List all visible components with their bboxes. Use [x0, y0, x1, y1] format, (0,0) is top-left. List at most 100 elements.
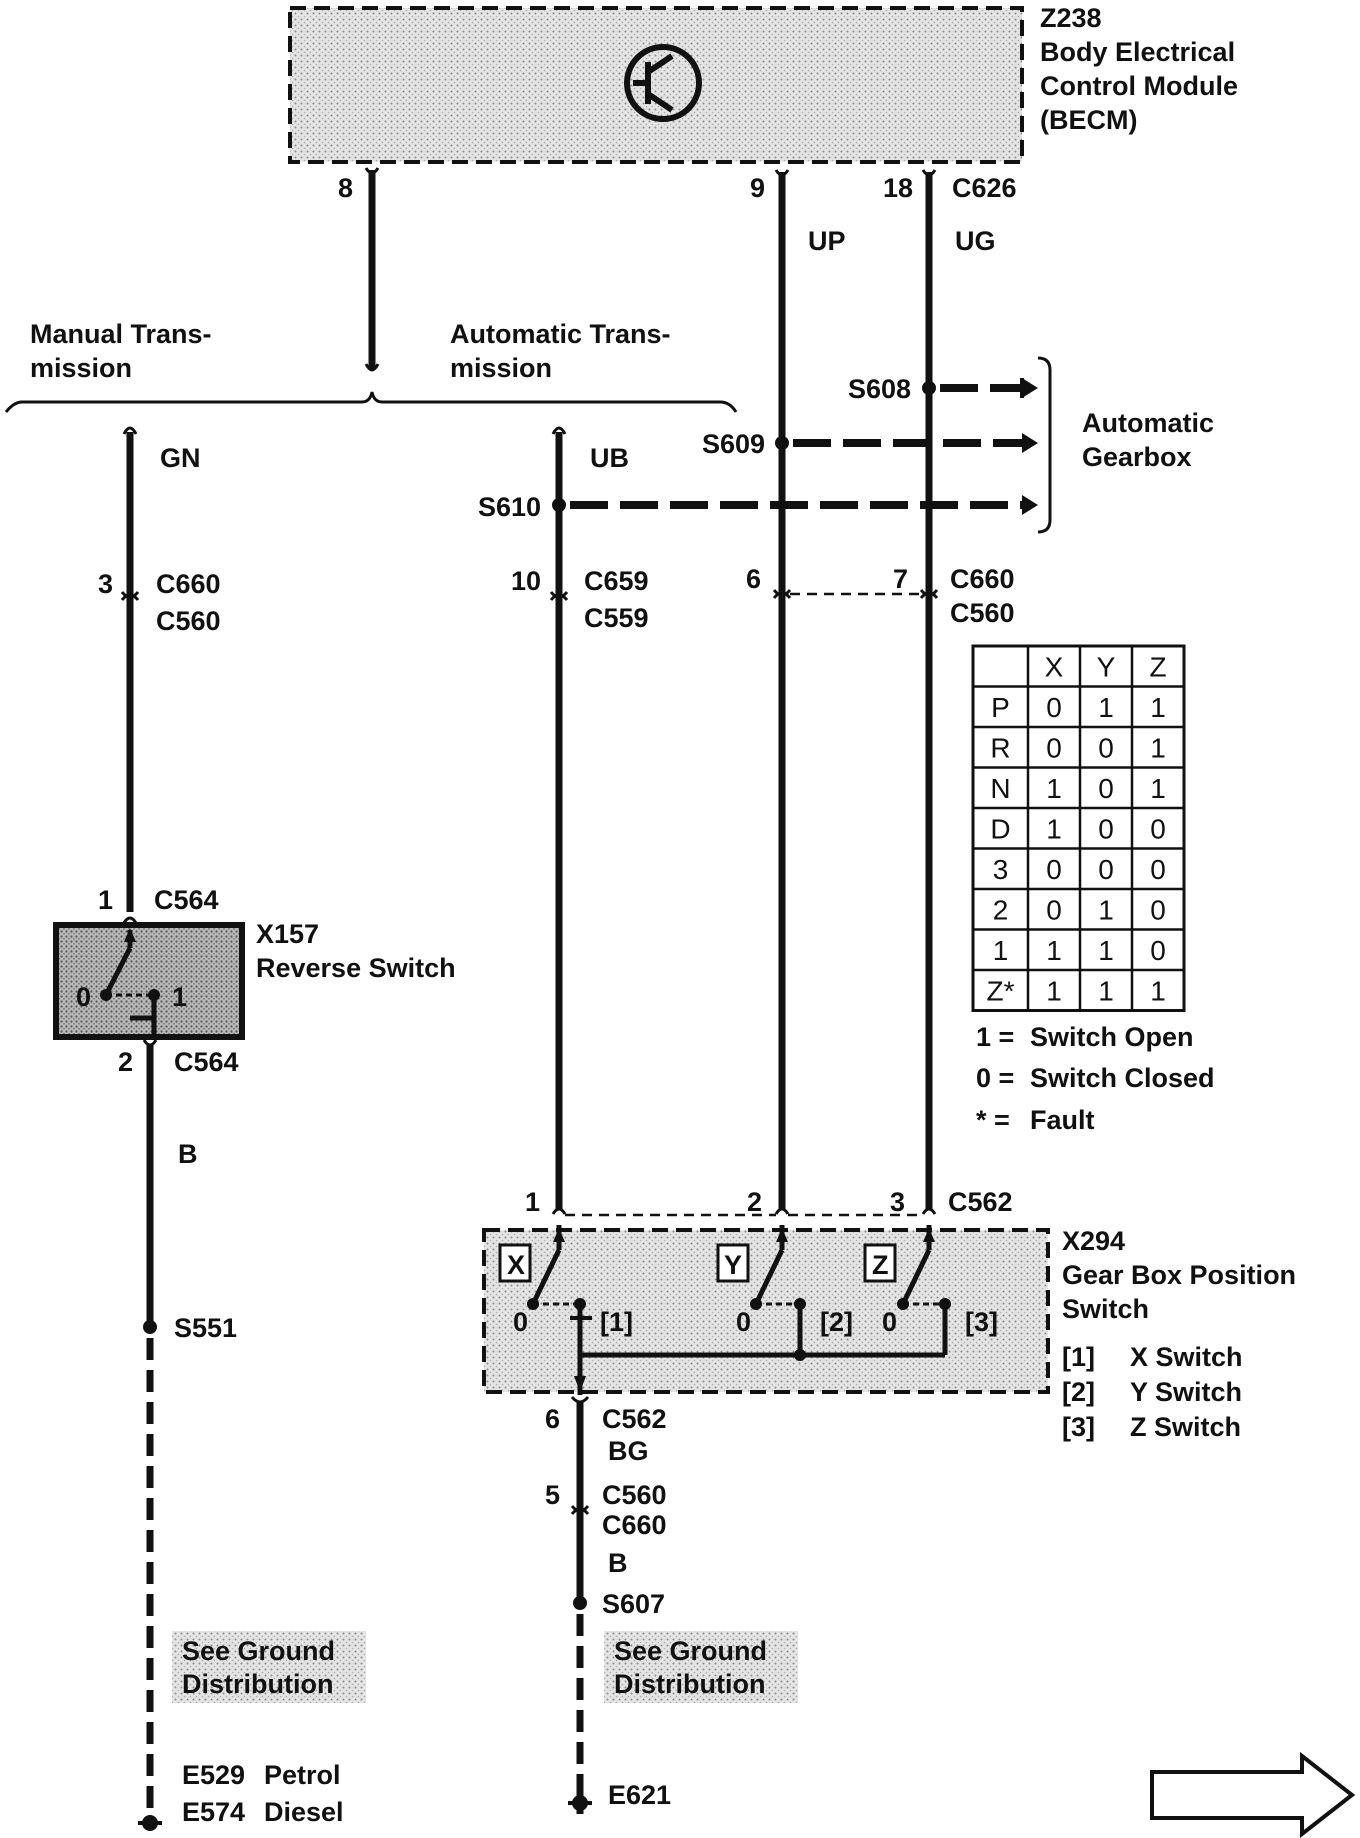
truth-table-cell: 0 [1098, 732, 1114, 763]
ground-note-left [172, 1631, 366, 1703]
truth-table-cell: 3 [993, 854, 1009, 885]
truth-table-cell: N [990, 773, 1010, 804]
gbps-id: X294 [1062, 1226, 1125, 1256]
wire-pin8 [364, 167, 380, 372]
y-switch-blade [753, 1248, 785, 1306]
truth-table-cell: P [991, 692, 1010, 723]
truth-table-cell: 0 [1150, 894, 1166, 925]
wire-label-ug: UG [955, 226, 996, 256]
truth-table-cell: 1 [1046, 975, 1062, 1006]
x-switch-number: [1] [600, 1307, 633, 1337]
wire-ub [551, 426, 567, 1210]
ground-note-left-2: Distribution [182, 1669, 333, 1699]
reverse-switch-box [53, 922, 245, 1040]
inline-connector-c659-c559 [549, 591, 569, 601]
next-page-arrow-icon[interactable] [1150, 1751, 1356, 1838]
pin-6: 6 [746, 564, 761, 594]
z-switch-blade [900, 1248, 932, 1306]
lower-conn-c560: C560 [602, 1480, 667, 1510]
rev-conn-c564-b: C564 [174, 1047, 239, 1077]
conn-c560-b: C560 [950, 598, 1015, 628]
wire-label-b-lower: B [608, 1548, 628, 1578]
key-one: 1 = [976, 1022, 1014, 1052]
rev-pin-1: 1 [98, 885, 113, 915]
truth-table-cell: 0 [1098, 813, 1114, 844]
ground-e621: E621 [608, 1780, 671, 1810]
rev-id: X157 [256, 919, 319, 949]
x-switch-zero: 0 [513, 1307, 528, 1337]
gbps-legend-number: [2] [1062, 1377, 1095, 1407]
gbps-pin-2: 2 [747, 1187, 762, 1217]
wire-label-gn: GN [160, 443, 201, 473]
key-zero: 0 = [976, 1063, 1014, 1093]
truth-table-cell: 0 [1098, 773, 1114, 804]
truth-table-cell: 1 [1150, 975, 1166, 1006]
truth-table-cell: 0 [1150, 854, 1166, 885]
reverse-switch-blade [103, 946, 133, 997]
ground-e529: E529 [182, 1760, 245, 1790]
ground-note-right [604, 1631, 798, 1703]
y-switch-letter: Y [724, 1250, 742, 1280]
becm-pin-18: 18 [883, 173, 913, 203]
truth-table-cell: 0 [1098, 854, 1114, 885]
splice-label-s610: S610 [478, 492, 541, 522]
pin-10: 10 [511, 566, 541, 596]
truth-table-cell: 1 [1150, 773, 1166, 804]
ground-note-left-1: See Ground [182, 1636, 335, 1666]
truth-table-frame [971, 644, 1186, 1012]
x-switch-blade [530, 1248, 562, 1306]
gbps-name-1: Gear Box Position [1062, 1260, 1296, 1290]
becm-pin-9: 9 [750, 173, 765, 203]
truth-table-cell: D [990, 813, 1010, 844]
truth-table-cell: 0 [1150, 935, 1166, 966]
becm-title-2: Control Module [1040, 71, 1238, 101]
lower-pin-6: 6 [545, 1404, 560, 1434]
wire-label-bg: BG [608, 1436, 649, 1466]
truth-table-cell: Z* [987, 975, 1015, 1006]
splice-s551 [143, 1320, 157, 1334]
gbps-conn-c562: C562 [948, 1187, 1013, 1217]
truth-table-cell: 1 [1046, 773, 1062, 804]
lower-pin-5: 5 [545, 1480, 560, 1510]
rev-conn-c564-a: C564 [154, 885, 219, 915]
wire-label-ub: UB [590, 443, 629, 473]
wire-gn [122, 426, 138, 912]
x-switch-marker [498, 1243, 532, 1283]
pin-3: 3 [98, 569, 113, 599]
x-switch-letter: X [507, 1250, 525, 1280]
y-switch-zero: 0 [736, 1307, 751, 1337]
rev-pin-2: 2 [118, 1047, 133, 1077]
z-switch-zero: 0 [882, 1307, 897, 1337]
splice-s607 [573, 1596, 587, 1610]
key-star-text: Fault [1030, 1105, 1095, 1135]
truth-table-cell: 1 [1098, 975, 1114, 1006]
ground-diesel: Diesel [264, 1797, 344, 1827]
truth-table-cell: 2 [993, 894, 1009, 925]
splice-label-s609: S609 [702, 429, 765, 459]
y-switch-marker [716, 1243, 750, 1283]
ground-e574: E574 [182, 1797, 245, 1827]
becm-module: Z238 Body Electrical Control Module (BEC… [288, 3, 1238, 203]
inline-connector-c560-c660-lower [570, 1505, 590, 1515]
z-switch-number: [3] [965, 1307, 998, 1337]
conn-c559: C559 [584, 603, 649, 633]
reverse-switch [53, 916, 245, 1040]
truth-table-cell: 1 [1046, 935, 1062, 966]
ground-note-right-2: Distribution [614, 1669, 765, 1699]
gearbox-label-2: Gearbox [1082, 442, 1192, 472]
auto-transmission-2: mission [450, 353, 552, 383]
truth-table-cell: 1 [1098, 894, 1114, 925]
conn-c660-a: C660 [156, 569, 221, 599]
truth-table-cell: 0 [1046, 732, 1062, 763]
gbps-pin-1: 1 [525, 1187, 540, 1217]
splice-label-s608: S608 [848, 374, 911, 404]
manual-transmission-1: Manual Trans- [30, 319, 212, 349]
gbps-legend-text: Z Switch [1130, 1412, 1241, 1442]
splice-s608 [922, 381, 936, 395]
wire-up [774, 169, 790, 1210]
gbps-legend-text: X Switch [1130, 1342, 1243, 1372]
lower-conn-c660: C660 [602, 1510, 667, 1540]
lower-conn-c562: C562 [602, 1404, 667, 1434]
